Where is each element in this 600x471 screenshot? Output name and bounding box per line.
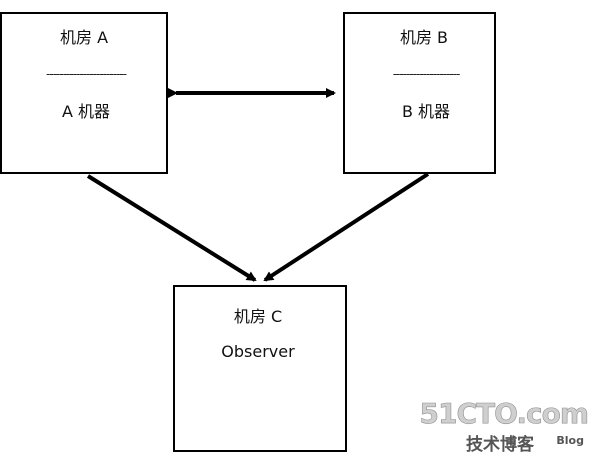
room-a-title: 机房 A xyxy=(59,28,109,47)
arrow-b-to-c xyxy=(263,172,430,282)
arrow-a-to-c xyxy=(86,174,257,282)
room-a-box xyxy=(0,12,168,174)
watermark-blog: Blog xyxy=(556,434,584,447)
room-a-machine: A 机器 xyxy=(61,102,111,121)
room-c-role: Observer xyxy=(221,342,295,361)
room-b-title: 机房 B xyxy=(399,28,449,47)
room-b-machine: B 机器 xyxy=(401,102,451,121)
room-a-divider: ------------------------ xyxy=(46,67,127,81)
watermark-logo: 51CTO.com xyxy=(419,397,589,430)
room-c-title: 机房 C xyxy=(233,307,283,326)
watermark-subtitle: 技术博客 xyxy=(466,435,534,455)
room-b-box xyxy=(343,12,496,174)
watermark: 51CTO.com 技术博客 Blog xyxy=(419,398,592,465)
room-b-divider: -------------------- xyxy=(392,67,461,81)
room-c-box xyxy=(173,285,347,452)
